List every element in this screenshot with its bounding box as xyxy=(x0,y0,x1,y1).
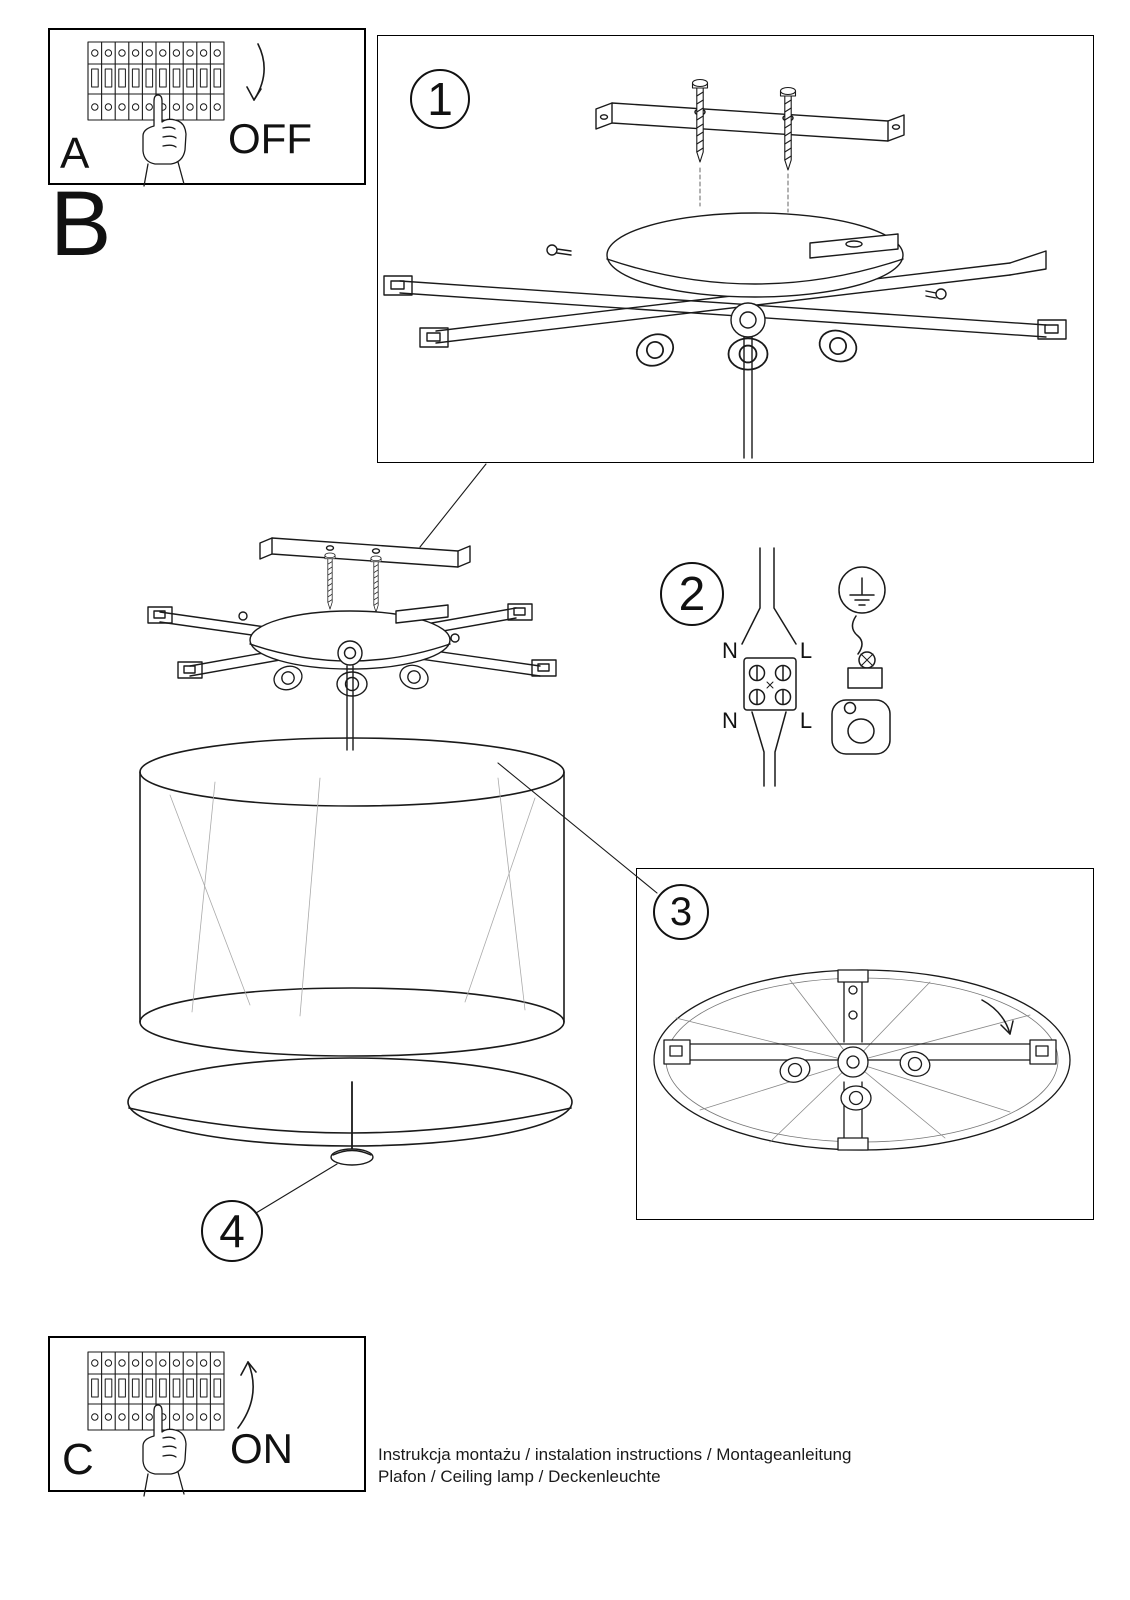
step-1-number: 1 xyxy=(427,73,453,125)
earth-ground-symbol-icon xyxy=(838,566,886,614)
power-off-label: OFF xyxy=(228,115,312,162)
ground-clamp-icon xyxy=(831,651,891,755)
panel-step-1 xyxy=(377,35,1094,463)
step-1-badge: 1 xyxy=(410,69,470,129)
panel-a-power-off xyxy=(48,28,366,185)
panel-c-label: C xyxy=(62,1435,94,1484)
wire-label-n-bottom: N xyxy=(722,708,738,733)
step-4-badge: 4 xyxy=(201,1200,263,1262)
lamp-assembly-illustration xyxy=(127,537,573,1166)
footer-line-2: Plafon / Ceiling lamp / Deckenleuchte xyxy=(378,1467,661,1486)
step-3-badge: 3 xyxy=(653,884,709,940)
section-b-label: B xyxy=(50,173,112,275)
panel-a-label: A xyxy=(60,129,90,178)
power-on-label: ON xyxy=(230,1425,293,1472)
wiring-diagram-illustration: N L N L xyxy=(722,547,891,787)
wire-label-l-top: L xyxy=(800,638,812,663)
wire-label-n-top: N xyxy=(722,638,738,663)
callout-connector-lines xyxy=(255,463,658,1214)
footer-line-1: Instrukcja montażu / instalation instruc… xyxy=(378,1445,852,1464)
step-3-number: 3 xyxy=(669,889,693,934)
step-2-badge: 2 xyxy=(660,562,724,626)
wire-label-l-bottom: L xyxy=(800,708,812,733)
footer-text: Instrukcja montażu / instalation instruc… xyxy=(378,1444,851,1488)
panel-c-power-on xyxy=(48,1336,366,1492)
step-4-number: 4 xyxy=(219,1205,245,1257)
step-2-number: 2 xyxy=(678,567,706,621)
